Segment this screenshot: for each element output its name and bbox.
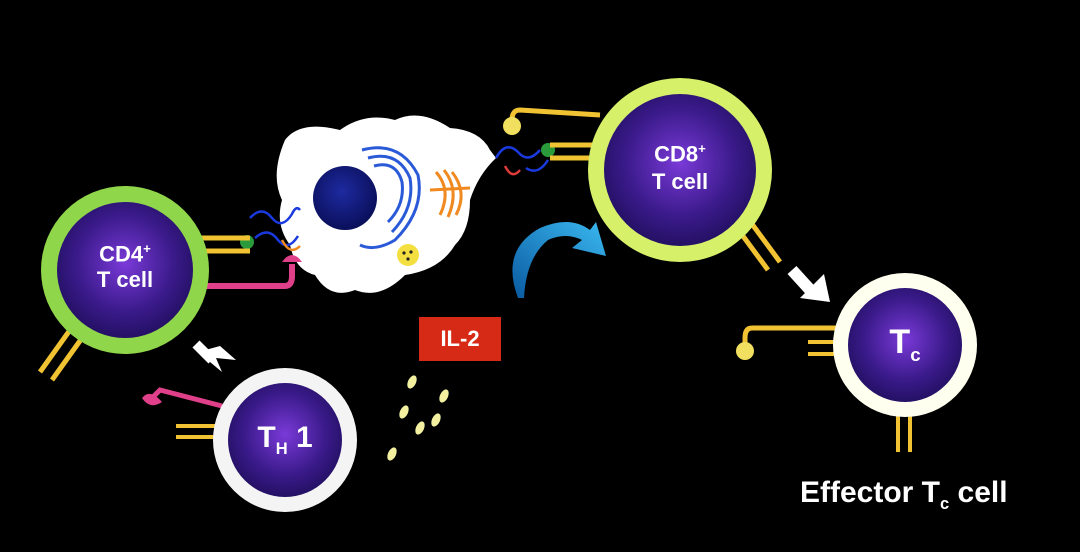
arrow-cd8-to-tc	[787, 265, 830, 302]
il2-label: IL-2	[440, 326, 480, 351]
cd8-coreceptor-head	[503, 117, 521, 135]
mhc-class-i-complex	[494, 143, 555, 176]
th1-suffix: 1	[287, 421, 313, 454]
th1-cytoplasm	[228, 383, 342, 497]
antigen-presenting-cell	[276, 115, 496, 293]
effector-caption: Effector Tc cell	[800, 476, 1030, 514]
caption-prefix: Effector T	[800, 476, 941, 509]
tc-receptor-bottom	[896, 416, 912, 452]
arrow-cd4-to-th1	[192, 340, 236, 372]
cd8-line2: T cell	[651, 169, 709, 195]
th1-cell-label: TH 1	[235, 420, 335, 467]
caption-suffix: cell	[949, 476, 1008, 509]
th1-coreceptor-head	[142, 393, 162, 406]
tc-subscript: c	[910, 343, 921, 365]
vesicle	[397, 244, 419, 266]
cd4-t-cell	[37, 186, 302, 382]
il2-molecules	[387, 375, 449, 461]
cd4-cell-label: CD4+ T cell	[65, 236, 185, 293]
tc-coreceptor	[742, 325, 840, 345]
cd4-superscript: +	[143, 241, 151, 256]
tc-cytoplasm	[848, 288, 962, 402]
il2-label-box: IL-2	[419, 317, 501, 361]
th1-coreceptor	[150, 387, 223, 409]
th1-main: T	[257, 421, 276, 454]
cd4-name: CD4	[99, 241, 144, 267]
effector-tc-cell	[736, 273, 977, 452]
il2-stimulation-arrow	[512, 221, 606, 298]
endoplasmic-reticulum	[359, 146, 421, 250]
cd8-il2-receptor	[737, 222, 783, 272]
golgi-apparatus	[429, 169, 471, 218]
cd8-superscript: +	[698, 141, 706, 156]
tc-main: T	[889, 323, 911, 361]
cd8-cytoplasm	[604, 94, 756, 246]
cd8-name: CD8	[654, 141, 699, 167]
caption-subscript: c	[940, 495, 950, 513]
apc-nucleus	[313, 166, 377, 230]
th1-subscript: H	[275, 440, 288, 458]
tc-cell-label: Tc	[865, 322, 945, 375]
cd4-cytoplasm	[57, 202, 193, 338]
cd4-coreceptor	[200, 264, 295, 289]
cd8-cell-label: CD8+ T cell	[620, 135, 740, 196]
th1-cell	[142, 368, 357, 512]
cd8-t-cell	[503, 78, 783, 272]
cd4-line2: T cell	[96, 267, 154, 293]
tc-coreceptor-head	[736, 342, 754, 360]
apc-membrane	[276, 115, 496, 293]
cd4-coreceptor-head	[282, 255, 302, 262]
cd8-coreceptor	[509, 107, 601, 121]
cd4-il2-receptor	[37, 328, 85, 382]
